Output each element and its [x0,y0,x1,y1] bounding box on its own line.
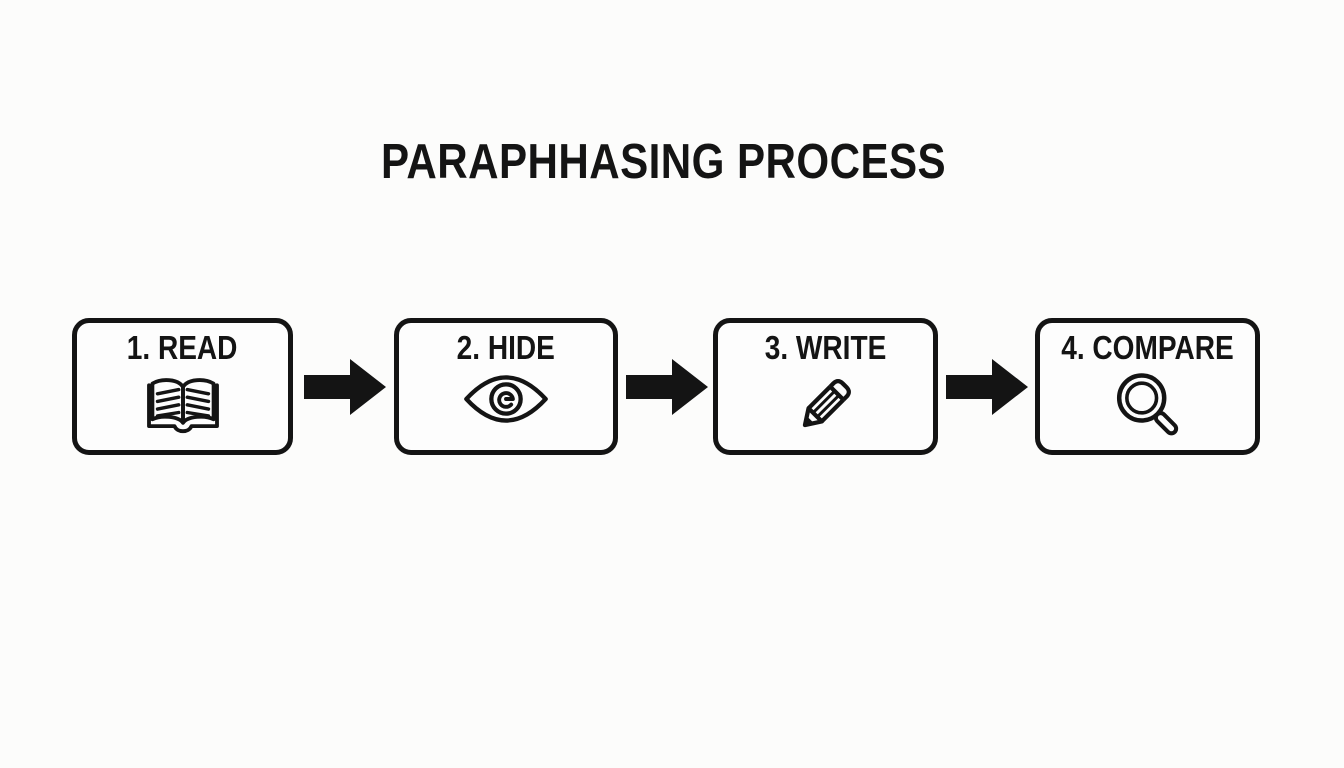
right-arrow-icon [626,359,708,415]
step-label: 1. READ [117,328,247,368]
step-label: 3. WRITE [754,328,897,368]
step-label: 2. HIDE [448,328,564,368]
pencil-icon [792,370,860,438]
open-book-icon [141,370,225,438]
step-label-text: 2. HIDE [456,329,556,366]
eye-icon [462,374,550,424]
diagram-title: PARAPHHASING PROCESS [0,134,1328,190]
step-label-text: 4. COMPARE [1061,329,1234,366]
step-label-text: 3. WRITE [764,329,887,366]
step-box-write: 3. WRITE [713,318,938,455]
right-arrow-icon [946,359,1028,415]
step-box-compare: 4. COMPARE [1035,318,1260,455]
diagram-title-text: PARAPHHASING PROCESS [381,135,947,189]
magnifier-icon [1112,370,1184,444]
step-box-read: 1. READ [72,318,293,455]
right-arrow-icon [304,359,386,415]
step-label: 4. COMPARE [1046,328,1249,368]
step-label-text: 1. READ [127,329,238,366]
step-box-hide: 2. HIDE [394,318,618,455]
